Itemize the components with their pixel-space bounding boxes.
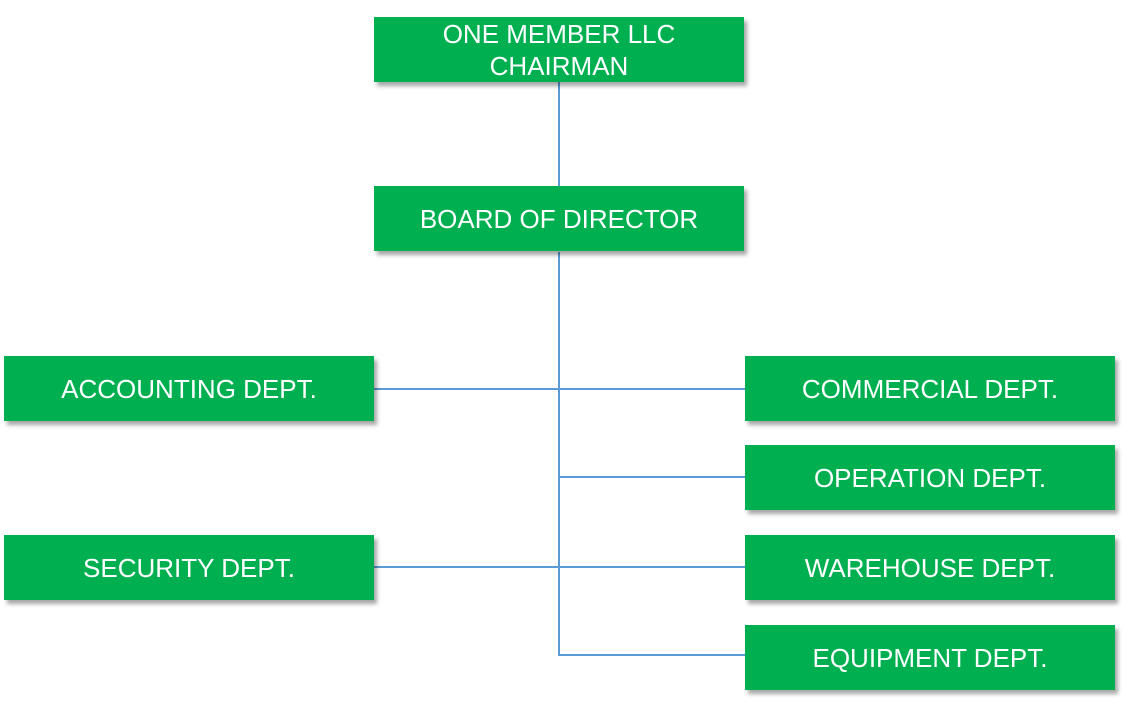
node-operation-dept: OPERATION DEPT. bbox=[745, 445, 1115, 510]
node-chairman: ONE MEMBER LLC CHAIRMAN bbox=[374, 17, 744, 82]
node-board-of-director: BOARD OF DIRECTOR bbox=[374, 186, 744, 251]
node-security-dept: SECURITY DEPT. bbox=[4, 535, 374, 600]
node-commercial-dept: COMMERCIAL DEPT. bbox=[745, 356, 1115, 421]
node-accounting-dept: ACCOUNTING DEPT. bbox=[4, 356, 374, 421]
node-equipment-dept: EQUIPMENT DEPT. bbox=[745, 625, 1115, 690]
node-warehouse-dept: WAREHOUSE DEPT. bbox=[745, 535, 1115, 600]
